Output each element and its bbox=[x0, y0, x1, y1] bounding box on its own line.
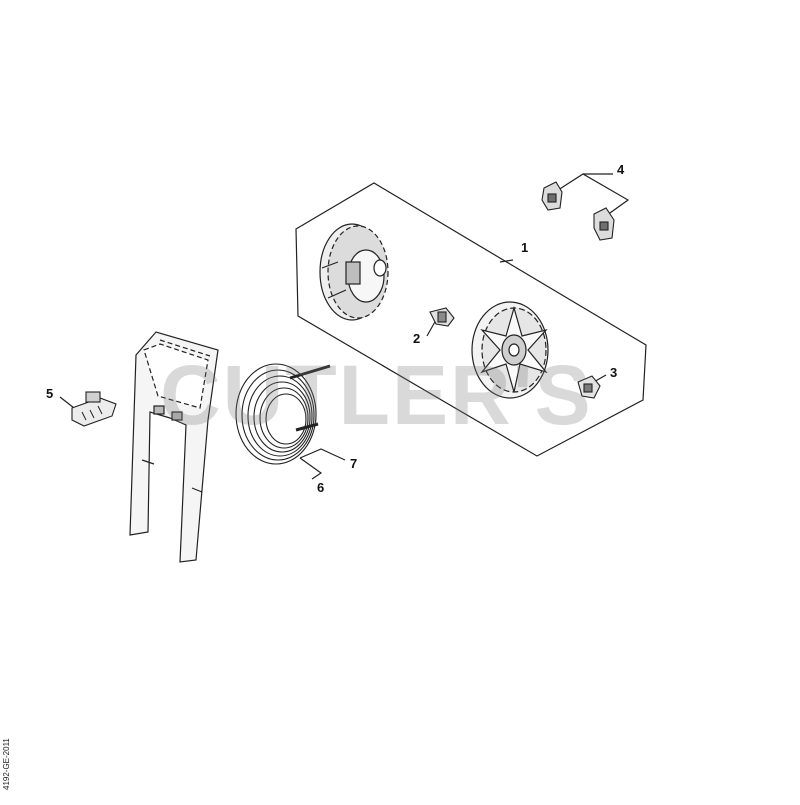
leader-6-7 bbox=[299, 448, 346, 461]
handle-frame bbox=[129, 331, 219, 563]
side-code: 4192-GE-2011 bbox=[2, 738, 11, 790]
callout-1: 1 bbox=[521, 240, 529, 255]
reel-disc-left bbox=[319, 223, 389, 321]
hose-coil-part-6 bbox=[235, 363, 331, 465]
leader-2 bbox=[426, 319, 437, 337]
holder-part-5 bbox=[71, 391, 117, 427]
kit-box-outline bbox=[295, 182, 647, 457]
leader-5 bbox=[59, 396, 75, 409]
leader-4 bbox=[554, 173, 630, 219]
callout-2: 2 bbox=[413, 331, 421, 346]
callout-6: 6 bbox=[317, 480, 325, 495]
callout-7: 7 bbox=[350, 456, 358, 471]
bracket-part-4a bbox=[541, 181, 563, 211]
clip-part-2 bbox=[429, 307, 455, 327]
callout-3: 3 bbox=[610, 365, 618, 380]
bracket-part-4b bbox=[593, 207, 615, 241]
callout-5: 5 bbox=[46, 386, 54, 401]
reel-disc-right bbox=[471, 301, 549, 399]
leader-1 bbox=[499, 259, 514, 263]
callout-4: 4 bbox=[617, 162, 625, 177]
leader-6 bbox=[299, 457, 323, 480]
clip-part-3 bbox=[577, 375, 601, 399]
